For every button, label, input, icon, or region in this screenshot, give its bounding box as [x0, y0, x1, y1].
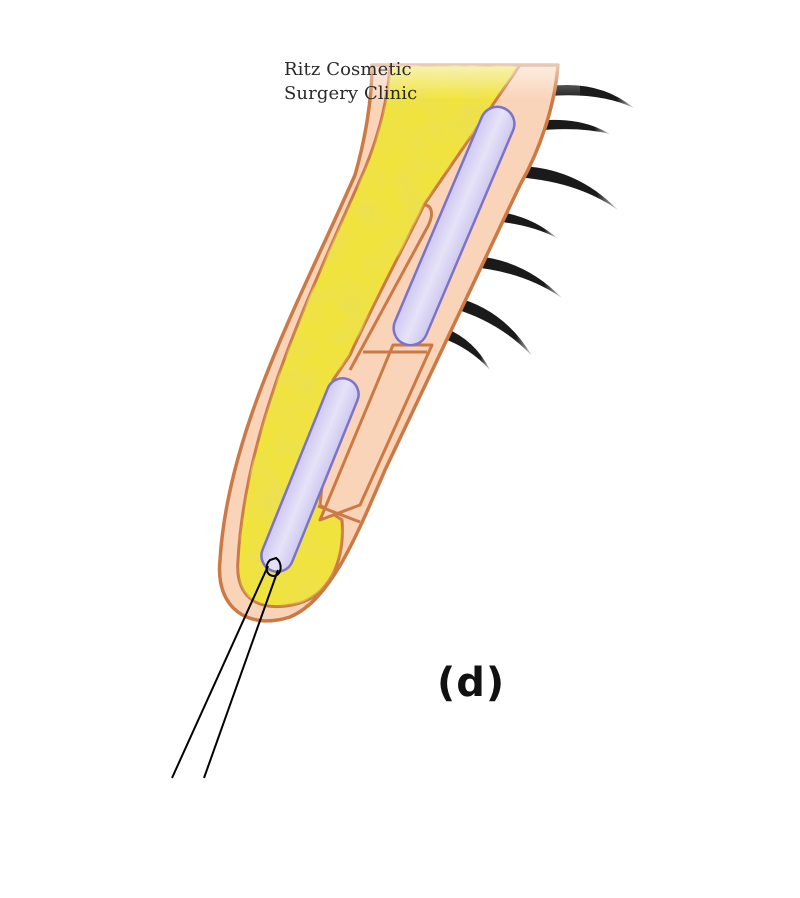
orbital-septum	[348, 203, 433, 371]
top-fade	[360, 40, 580, 100]
tarsal-plate	[318, 343, 434, 522]
watermark-line-2: Surgery Clinic	[284, 83, 418, 104]
eyelash-5	[472, 256, 562, 298]
forceps-instrument	[171, 556, 282, 779]
implant-capsule-lower	[260, 377, 360, 573]
eyelash-3	[512, 166, 618, 210]
eyelash-7	[442, 328, 490, 370]
eyelash-2	[532, 119, 610, 134]
clinic-watermark: Ritz Cosmetic Surgery Clinic	[284, 58, 417, 106]
panel-label: (d)	[437, 660, 506, 706]
tarsal-divider-2	[317, 504, 361, 524]
eyelash-4	[492, 211, 557, 238]
eyelash-6	[452, 297, 532, 356]
implant-capsule-upper	[392, 105, 516, 347]
watermark-line-1: Ritz Cosmetic	[284, 59, 412, 80]
